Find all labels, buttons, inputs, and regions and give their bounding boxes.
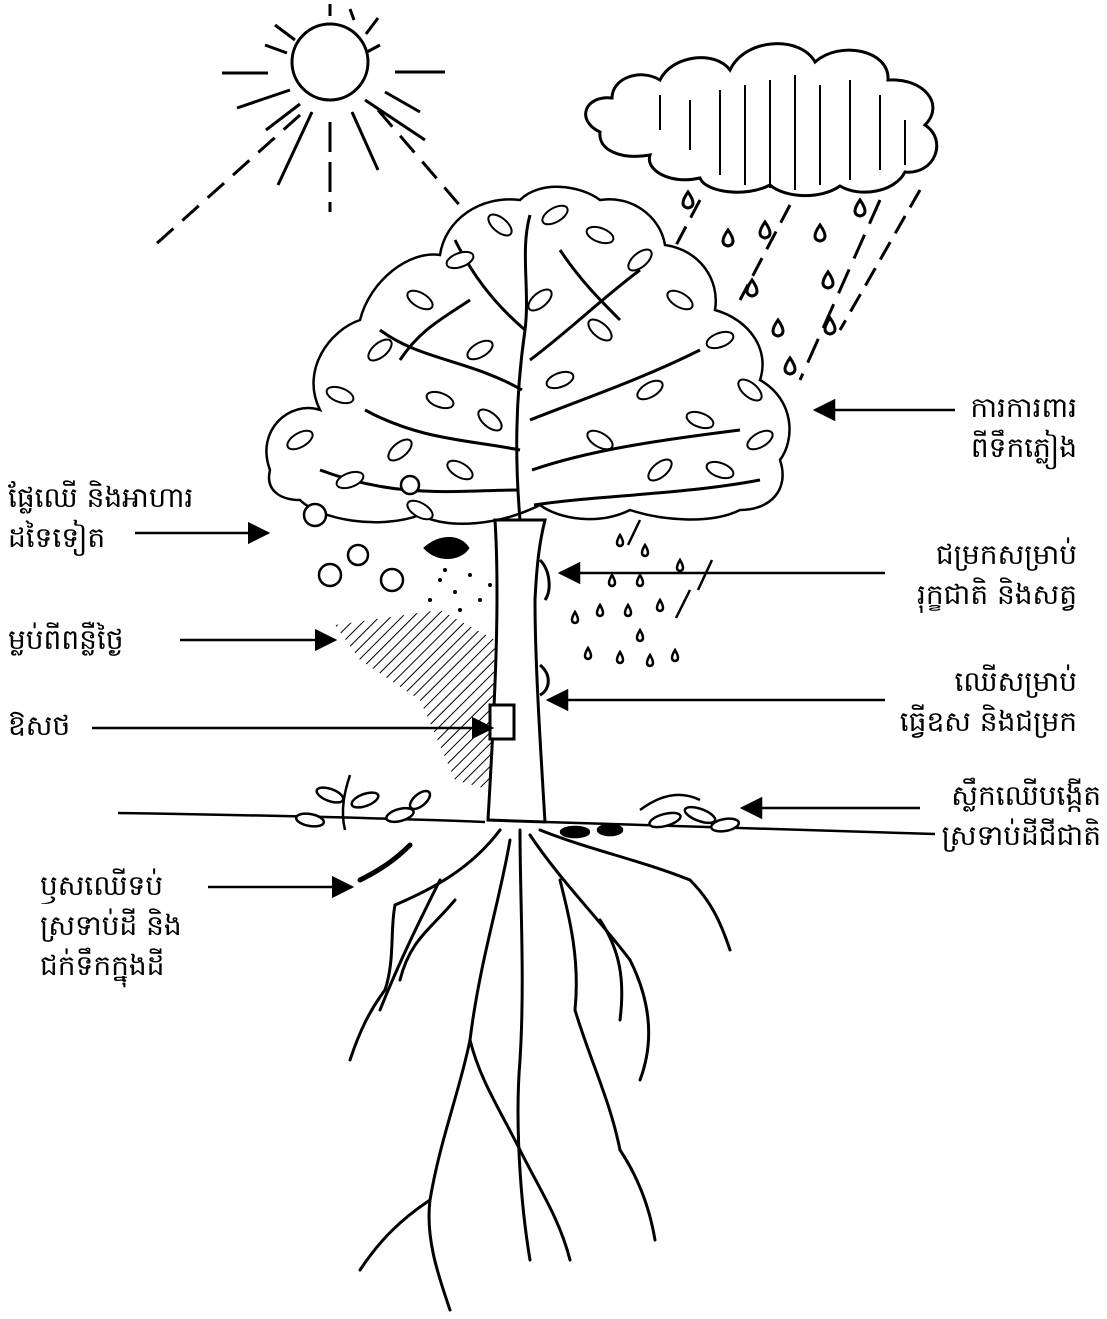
tree-canopy xyxy=(266,187,789,524)
label-shade: ម្លប់ពីពន្លឺថ្ងៃ xyxy=(8,620,124,660)
label-line: ឱសថ xyxy=(8,706,70,746)
label-line: ស្រទាប់ដី និង xyxy=(40,906,182,946)
label-line: ស្រទាប់ដីជីជាតិ xyxy=(942,816,1101,856)
label-line: ជក់ទឹកក្នុងដី xyxy=(40,946,182,986)
label-roots: ឫសឈើទប់ ស្រទាប់ដី និង ជក់ទឹកក្នុងដី xyxy=(40,866,182,986)
tree-roots xyxy=(350,830,730,1310)
label-fruit-food: ផ្លែឈើ និងអាហារ ដទៃទៀត xyxy=(8,478,193,558)
label-rain-protection: ការការពារ ពីទឹកភ្លៀង xyxy=(970,388,1077,468)
label-line: ធ្វើឧស និងជម្រក xyxy=(900,702,1077,742)
label-line: ការការពារ xyxy=(970,388,1077,428)
shade-area xyxy=(335,568,495,790)
medicine-bark-patch xyxy=(490,705,514,739)
sun-icon xyxy=(155,4,462,245)
label-line: ស្លឹកឈើបង្កើត xyxy=(942,776,1101,816)
earthworm-icon xyxy=(360,845,410,880)
cloud-icon xyxy=(586,44,937,196)
label-line: រុក្ខជាតិ និងសត្វ xyxy=(917,575,1077,615)
label-habitat: ជម្រកសម្រាប់ រុក្ខជាតិ និងសត្វ xyxy=(917,535,1077,615)
ground-plants xyxy=(295,775,433,830)
label-wood: ឈើសម្រាប់ ធ្វើឧស និងជម្រក xyxy=(900,662,1077,742)
label-leaf-litter: ស្លឹកឈើបង្កើត ស្រទាប់ដីជីជាតិ xyxy=(942,776,1101,856)
label-line: ពីទឹកភ្លៀង xyxy=(970,428,1077,468)
leaf-litter xyxy=(561,795,740,837)
label-line: ឫសឈើទប់ xyxy=(40,866,182,906)
label-line: ផ្លែឈើ និងអាហារ xyxy=(8,478,193,518)
label-line: ដទៃទៀត xyxy=(8,518,193,558)
label-line: ឈើសម្រាប់ xyxy=(900,662,1077,702)
label-line: ជម្រកសម្រាប់ xyxy=(917,535,1077,575)
label-medicine: ឱសថ xyxy=(8,706,70,746)
tree-trunk xyxy=(488,520,549,822)
label-line: ម្លប់ពីពន្លឺថ្ងៃ xyxy=(8,620,124,660)
